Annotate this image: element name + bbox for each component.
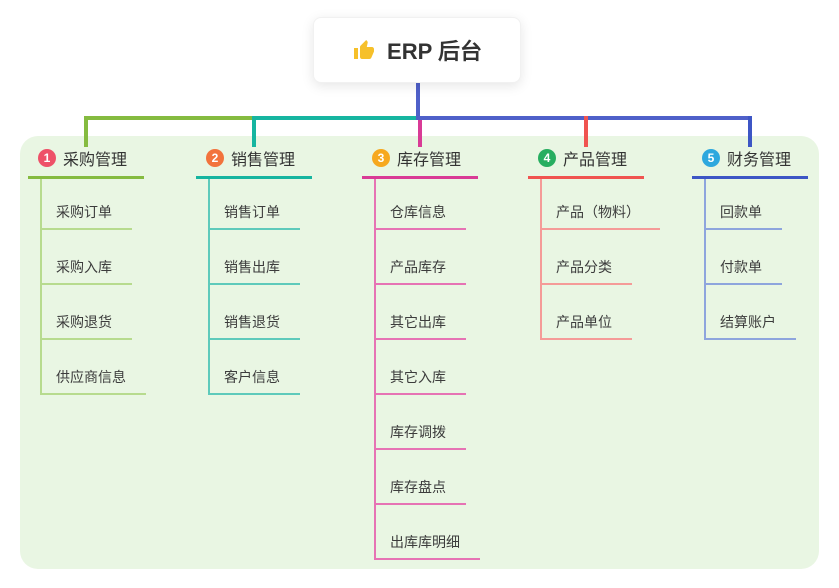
branch-drop-line-product — [584, 116, 588, 147]
branch-title-label: 采购管理 — [63, 152, 128, 169]
child-node[interactable]: 销售退货 — [210, 285, 300, 340]
branch-drop-line-finance — [748, 116, 752, 147]
child-node[interactable]: 采购入库 — [42, 230, 132, 285]
root-title: ERP 后台 — [387, 39, 482, 64]
branch-number-badge: 5 — [702, 149, 720, 167]
branch-title-label: 销售管理 — [231, 152, 296, 169]
child-node[interactable]: 采购退货 — [42, 285, 132, 340]
child-node[interactable]: 库存盘点 — [376, 450, 466, 505]
child-node[interactable]: 付款单 — [706, 230, 782, 285]
child-node[interactable]: 结算账户 — [706, 285, 796, 340]
branch-number-badge: 2 — [206, 149, 224, 167]
connector-segment-procurement — [84, 116, 256, 120]
branch-inventory: 3 库存管理 仓库信息 产品库存 其它出库 其它入库 库存调拨 库存盘点 出库库… — [362, 146, 480, 560]
branch-children-sales: 销售订单 销售出库 销售退货 客户信息 — [208, 179, 312, 395]
child-node[interactable]: 其它入库 — [376, 340, 466, 395]
branch-title-product[interactable]: 4 产品管理 — [528, 146, 644, 179]
branch-finance: 5 财务管理 回款单 付款单 结算账户 — [692, 146, 808, 340]
child-node[interactable]: 销售订单 — [210, 179, 300, 230]
branch-sales: 2 销售管理 销售订单 销售出库 销售退货 客户信息 — [196, 146, 312, 395]
branch-number-badge: 3 — [372, 149, 390, 167]
mindmap-canvas — [20, 136, 819, 569]
child-node[interactable]: 出库库明细 — [376, 505, 480, 560]
branch-title-finance[interactable]: 5 财务管理 — [692, 146, 808, 179]
branch-drop-line-procurement — [84, 116, 88, 147]
child-node[interactable]: 产品库存 — [376, 230, 466, 285]
branch-title-label: 库存管理 — [397, 152, 462, 169]
branch-drop-line-sales — [252, 116, 256, 147]
branch-number-badge: 4 — [538, 149, 556, 167]
child-node[interactable]: 回款单 — [706, 179, 782, 230]
child-node[interactable]: 采购订单 — [42, 179, 132, 230]
root-node[interactable]: ERP 后台 — [313, 17, 521, 83]
branch-number-badge: 1 — [38, 149, 56, 167]
child-node[interactable]: 销售出库 — [210, 230, 300, 285]
root-connector-line — [416, 82, 420, 118]
thumbs-up-icon — [354, 40, 375, 59]
child-node[interactable]: 库存调拨 — [376, 395, 466, 450]
connector-segment-sales — [252, 116, 420, 120]
branch-title-inventory[interactable]: 3 库存管理 — [362, 146, 478, 179]
branch-title-label: 财务管理 — [727, 152, 792, 169]
child-node[interactable]: 客户信息 — [210, 340, 300, 395]
branch-children-procurement: 采购订单 采购入库 采购退货 供应商信息 — [40, 179, 146, 395]
child-node[interactable]: 仓库信息 — [376, 179, 466, 230]
child-node[interactable]: 产品单位 — [542, 285, 632, 340]
branch-title-sales[interactable]: 2 销售管理 — [196, 146, 312, 179]
branch-product: 4 产品管理 产品（物料） 产品分类 产品单位 — [528, 146, 660, 340]
branch-title-label: 产品管理 — [563, 152, 628, 169]
branch-procurement: 1 采购管理 采购订单 采购入库 采购退货 供应商信息 — [28, 146, 146, 395]
child-node[interactable]: 产品（物料） — [542, 179, 660, 230]
branch-children-finance: 回款单 付款单 结算账户 — [704, 179, 808, 340]
child-node[interactable]: 产品分类 — [542, 230, 632, 285]
branch-drop-line-inventory — [418, 120, 422, 147]
child-node[interactable]: 其它出库 — [376, 285, 466, 340]
branch-title-procurement[interactable]: 1 采购管理 — [28, 146, 144, 179]
branch-children-inventory: 仓库信息 产品库存 其它出库 其它入库 库存调拨 库存盘点 出库库明细 — [374, 179, 480, 560]
child-node[interactable]: 供应商信息 — [42, 340, 146, 395]
branch-children-product: 产品（物料） 产品分类 产品单位 — [540, 179, 660, 340]
